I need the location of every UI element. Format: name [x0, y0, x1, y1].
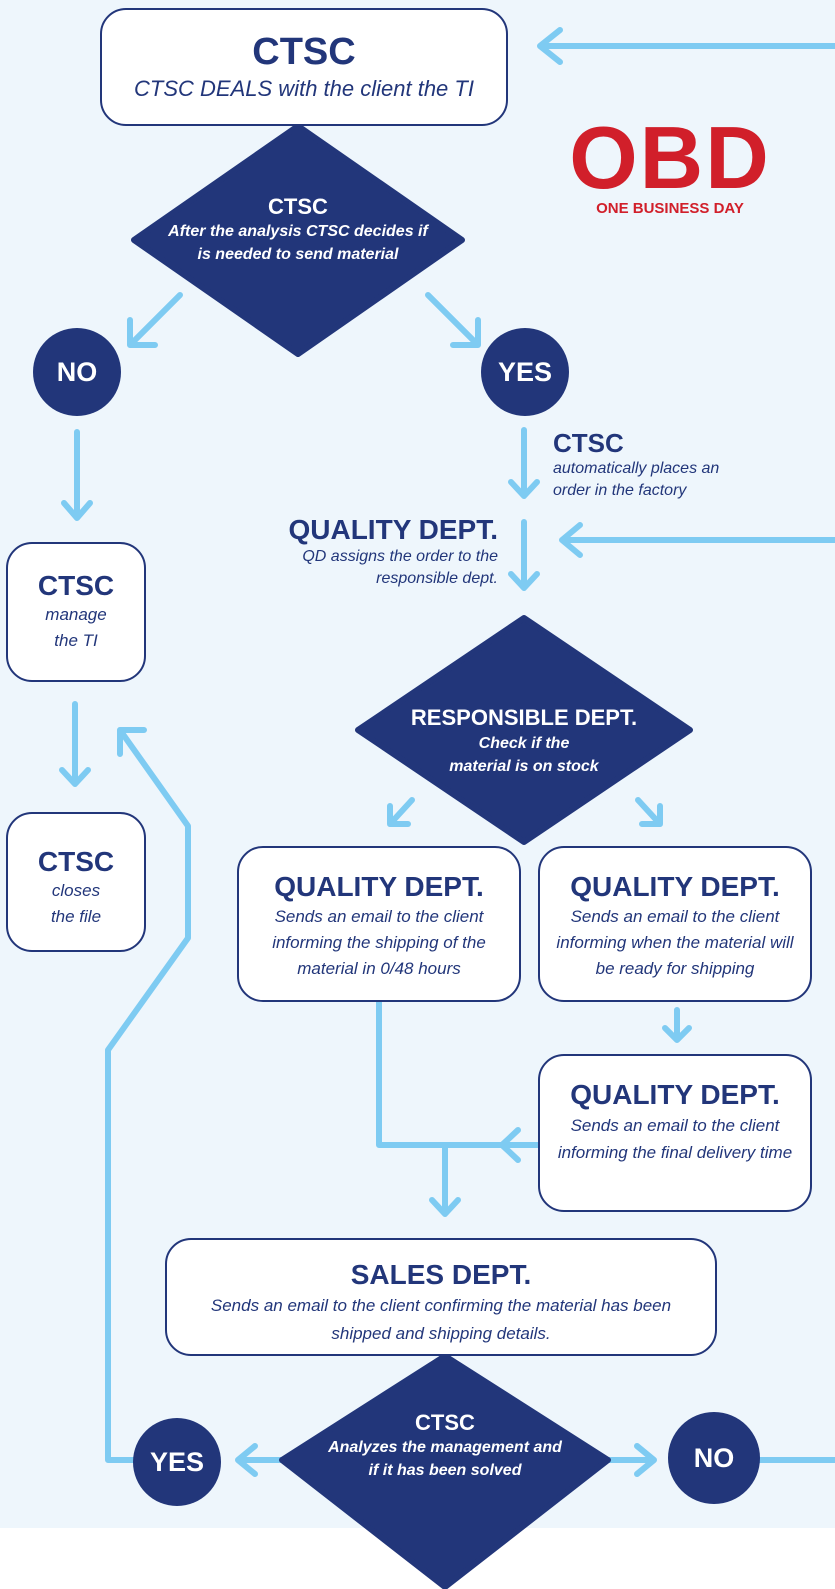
sales-box-title: SALES DEPT.: [350, 1259, 532, 1290]
decision1-diamond: [131, 123, 465, 357]
manage-box-text: manage the TI: [45, 605, 107, 650]
decision3-diamond: [279, 1353, 611, 1589]
obd-tagline: ONE BUSINESS DAY: [596, 200, 744, 217]
start-box: CTSC CTSC DEALS with the client the TI: [100, 8, 508, 126]
arrow-decision1-to-no: [127, 292, 183, 348]
decision2-description: Check if the material is on stock: [449, 735, 599, 775]
arrow-yes-feedback-to-manage: [105, 727, 191, 1463]
decision3-title: CTSC: [415, 1410, 475, 1435]
arrow-yes-to-order: [508, 427, 540, 499]
decision1-no-circle: NO: [33, 328, 121, 416]
decision3-no-circle: NO: [668, 1412, 760, 1504]
quality-assign-title: QUALITY DEPT.: [288, 514, 498, 545]
quality-final-text: Sends an email to the client informing t…: [557, 1116, 793, 1162]
arrow-decision1-to-yes: [425, 292, 481, 348]
decision1-text: CTSC After the analysis CTSC decides if …: [168, 194, 428, 266]
start-box-text: CTSC DEALS with the client the TI: [134, 76, 474, 101]
decision2-text: RESPONSIBLE DEPT. Check if the material …: [384, 704, 664, 778]
decision1-yes-circle: YES: [481, 328, 569, 416]
arrow-right-to-final: [662, 1007, 692, 1043]
quality-assign-step: QUALITY DEPT. QD assigns the order to th…: [242, 514, 498, 590]
close-box-title: CTSC: [37, 846, 115, 877]
start-box-title: CTSC: [252, 31, 356, 73]
decision1-description: After the analysis CTSC decides if is ne…: [168, 223, 428, 263]
manage-box: CTSC manage the TI: [6, 542, 146, 682]
quality-final-box: QUALITY DEPT. Sends an email to the clie…: [538, 1054, 812, 1212]
close-box-text: closes the file: [50, 881, 102, 926]
arrow-order-to-quality: [508, 519, 540, 591]
arrow-decision2-to-left: [387, 797, 415, 827]
arrow-decision3-to-no: [601, 1443, 657, 1477]
quality-right-text: Sends an email to the client informing w…: [556, 907, 794, 978]
decision3-yes-circle: YES: [133, 1418, 221, 1506]
order-step-title: CTSC: [553, 428, 624, 458]
decision3-text: CTSC Analyzes the management and if it h…: [316, 1410, 574, 1482]
arrow-no-to-manage: [61, 429, 93, 521]
arrow-manage-to-close: [59, 701, 91, 787]
quality-assign-text: QD assigns the order to the responsible …: [302, 548, 498, 587]
order-step-text: automatically places an order in the fac…: [553, 460, 720, 499]
arrow-decision2-to-right: [635, 797, 663, 827]
sales-box: SALES DEPT. Sends an email to the client…: [165, 1238, 717, 1356]
order-step: CTSC automatically places an order in th…: [553, 428, 803, 502]
quality-left-box: QUALITY DEPT. Sends an email to the clie…: [237, 846, 521, 1002]
obd-logo: OBD: [569, 108, 771, 207]
arrow-feedback-to-quality: [559, 522, 835, 558]
quality-left-title: QUALITY DEPT.: [274, 871, 484, 902]
arrow-merge-to-sales: [429, 1142, 461, 1217]
sales-box-text: Sends an email to the client confirming …: [210, 1296, 672, 1343]
arrow-left-merge: [376, 999, 541, 1163]
quality-right-box: QUALITY DEPT. Sends an email to the clie…: [538, 846, 812, 1002]
quality-left-text: Sends an email to the client informing t…: [272, 907, 486, 978]
quality-final-title: QUALITY DEPT.: [570, 1079, 780, 1110]
decision3-description: Analyzes the management and if it has be…: [328, 1439, 562, 1479]
manage-box-title: CTSC: [37, 570, 115, 601]
decision2-diamond: [355, 615, 693, 845]
arrow-into-start-box: [537, 27, 835, 65]
quality-right-title: QUALITY DEPT.: [570, 871, 780, 902]
decision1-title: CTSC: [268, 194, 328, 219]
close-box: CTSC closes the file: [6, 812, 146, 952]
decision2-title: RESPONSIBLE DEPT.: [410, 705, 638, 730]
